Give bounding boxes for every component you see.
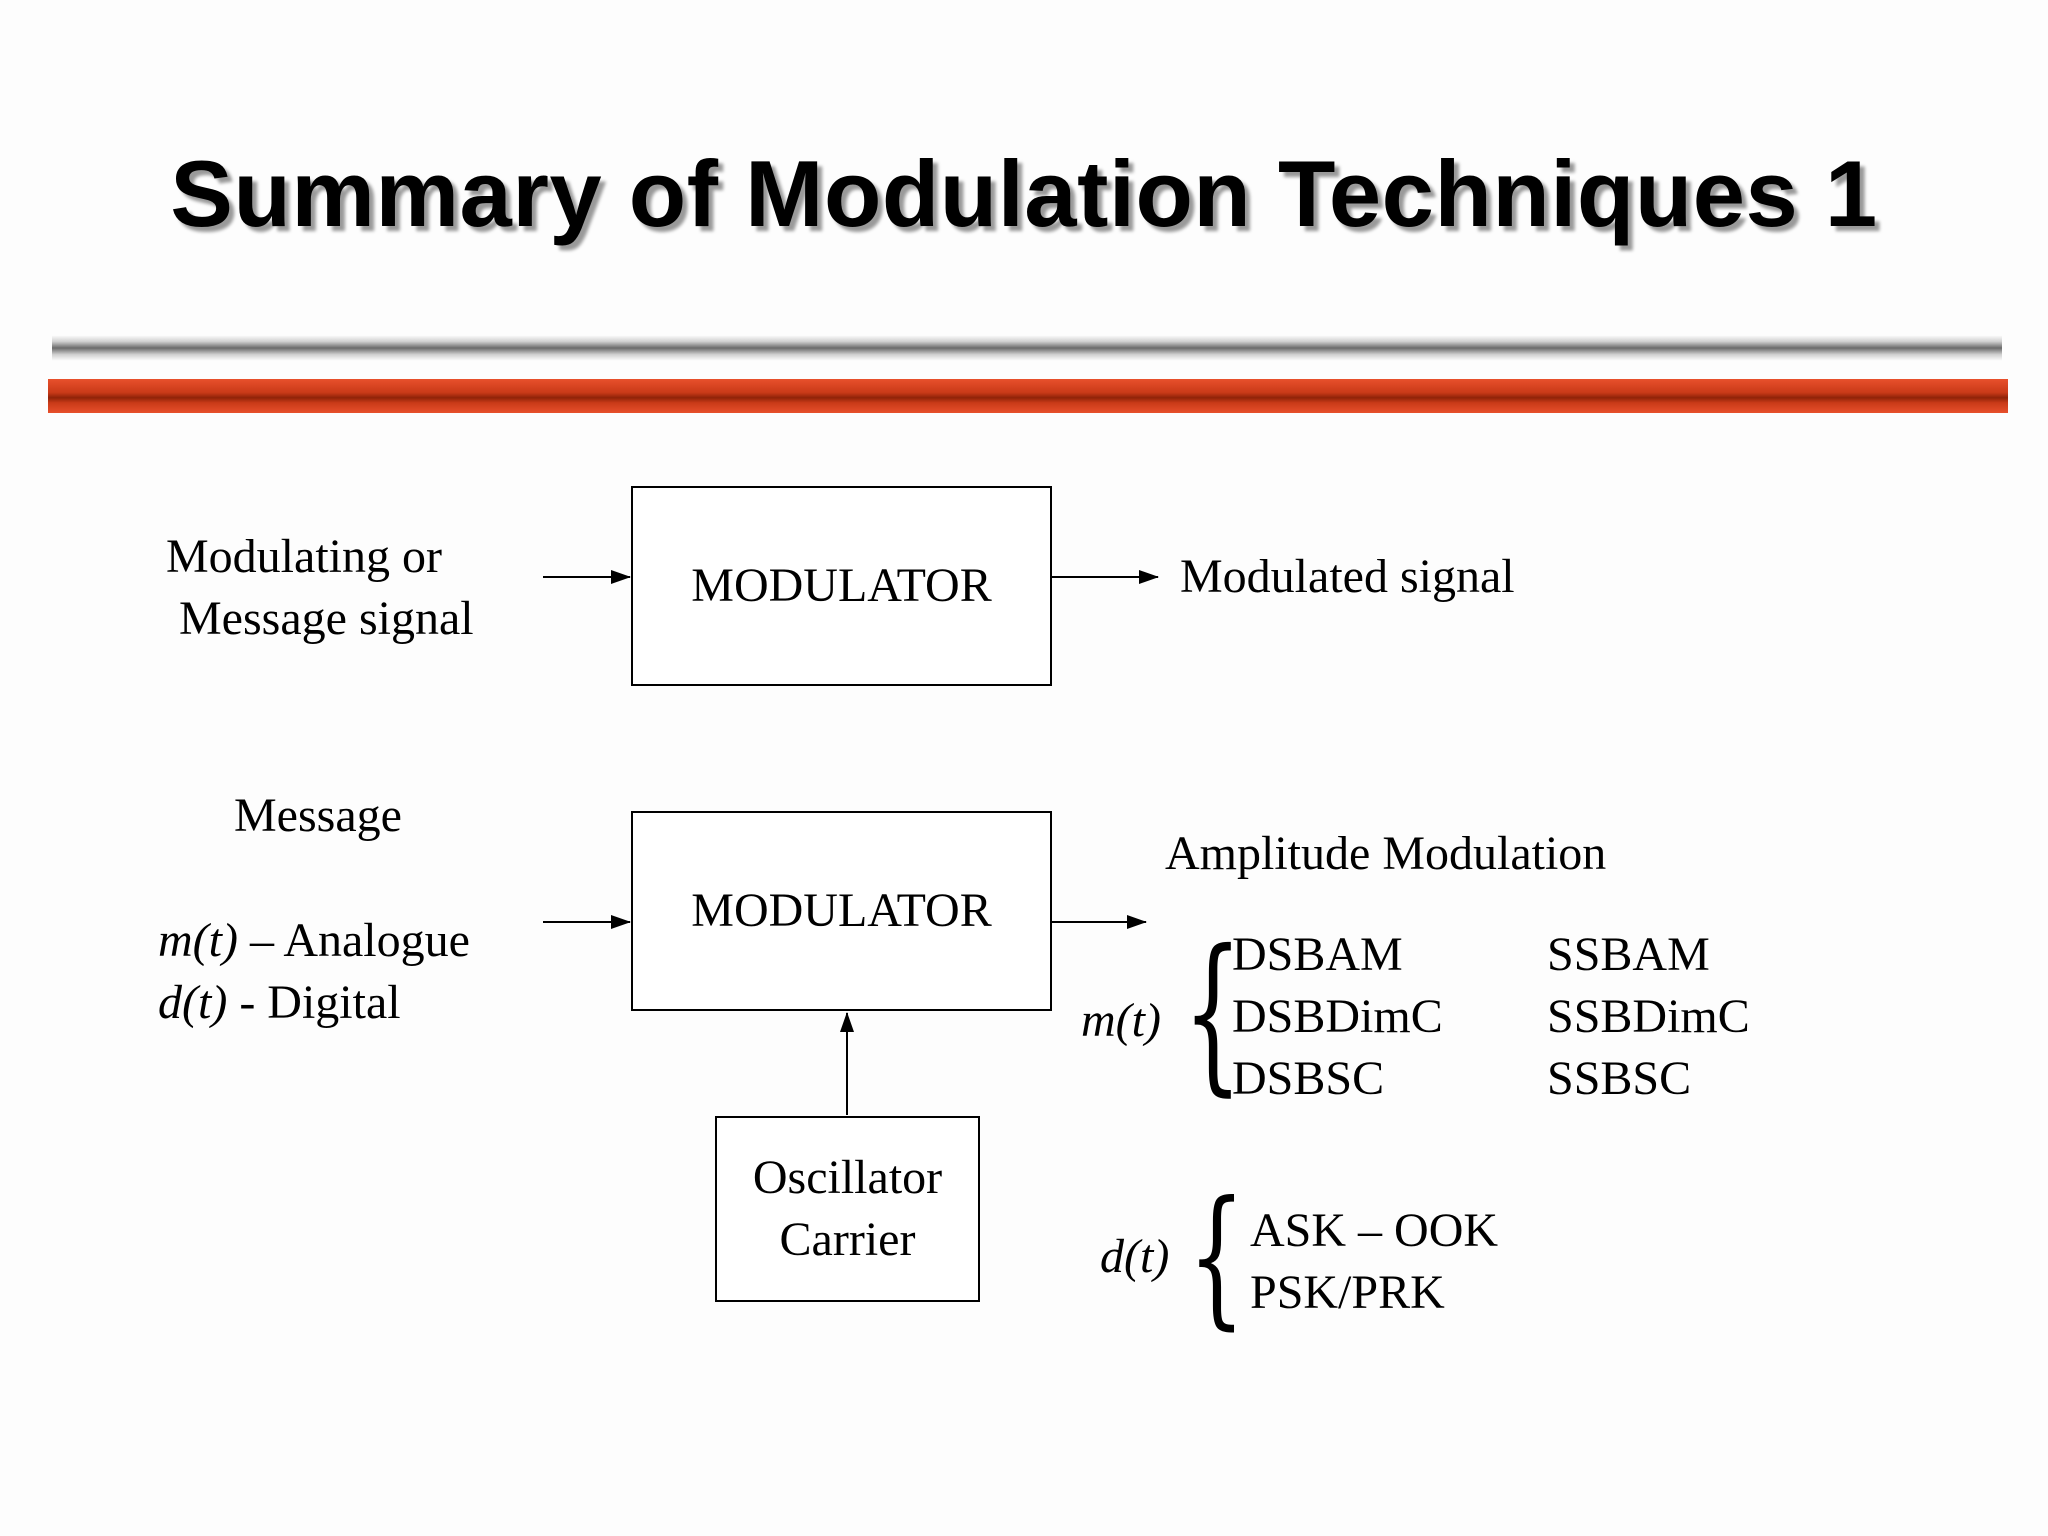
scheme-ask-ook: ASK – OOK xyxy=(1250,1204,1499,1257)
bottom-modulator-label: MODULATOR xyxy=(691,884,992,937)
amplitude-modulation-heading: Amplitude Modulation xyxy=(1165,827,1607,880)
top-modulator-label: MODULATOR xyxy=(691,559,992,612)
top-input-label-line1: Modulating or xyxy=(166,530,442,583)
digital-label: - Digital xyxy=(227,976,401,1029)
digital-message-line: d(t) - Digital xyxy=(158,972,401,1034)
slide-title: Summary of Modulation Techniques 1 xyxy=(170,141,1878,246)
analogue-brace: { xyxy=(1183,914,1243,1112)
d-t-variable: d(t) xyxy=(1100,1230,1170,1283)
digital-brace: { xyxy=(1188,1170,1246,1344)
scheme-dsbsc: DSBSC xyxy=(1232,1052,1385,1105)
scheme-ssbsc: SSBSC xyxy=(1547,1052,1692,1105)
grey-divider-rule xyxy=(52,335,2002,361)
oscillator-carrier-block: Oscillator Carrier xyxy=(715,1116,980,1302)
modulated-signal-label: Modulated signal xyxy=(1180,550,1515,603)
red-divider-rule xyxy=(48,379,2008,413)
carrier-label: Carrier xyxy=(779,1213,916,1266)
scheme-dsbdimc: DSBDimC xyxy=(1232,990,1443,1043)
scheme-dsbam: DSBAM xyxy=(1232,928,1403,981)
bottom-modulator-block: MODULATOR xyxy=(631,811,1052,1011)
m-t-variable: m(t) xyxy=(1081,994,1161,1047)
analogue-label: – Analogue xyxy=(237,914,470,967)
scheme-ssbam: SSBAM xyxy=(1547,928,1710,981)
top-input-label-line2: Message signal xyxy=(179,592,474,645)
analogue-variable: m(t) xyxy=(158,914,238,967)
scheme-psk-prk: PSK/PRK xyxy=(1250,1266,1445,1319)
top-modulator-block: MODULATOR xyxy=(631,486,1052,686)
scheme-ssbdimc: SSBDimC xyxy=(1547,990,1750,1043)
message-heading: Message xyxy=(234,789,402,842)
digital-variable: d(t) xyxy=(158,976,228,1029)
analogue-message-line: m(t) – Analogue xyxy=(158,910,470,972)
oscillator-label: Oscillator xyxy=(752,1151,943,1204)
